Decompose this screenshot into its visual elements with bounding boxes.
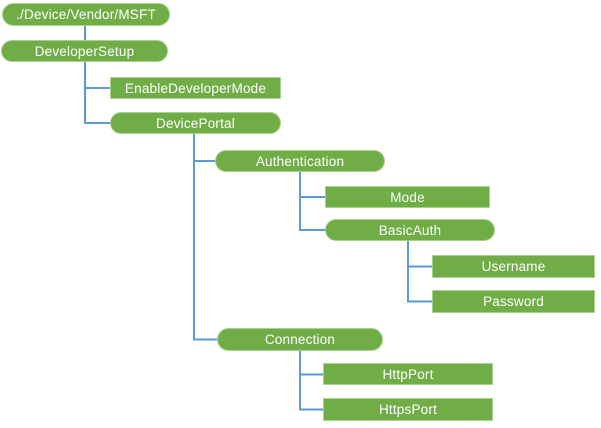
tree-node-https-port: HttpsPort: [323, 398, 493, 421]
tree-node-root: ./Device/Vendor/MSFT: [2, 3, 170, 26]
tree-node-password: Password: [432, 290, 595, 313]
tree-node-developer-setup: DeveloperSetup: [1, 40, 168, 62]
tree-node-mode: Mode: [325, 186, 490, 208]
tree-node-device-portal: DevicePortal: [110, 112, 281, 134]
tree-node-connection: Connection: [217, 328, 383, 351]
tree-node-enable-developer-mode: EnableDeveloperMode: [110, 77, 281, 99]
tree-node-basic-auth: BasicAuth: [325, 219, 495, 241]
tree-node-authentication: Authentication: [215, 150, 385, 172]
tree-node-http-port: HttpPort: [323, 363, 493, 385]
tree-node-username: Username: [432, 255, 595, 278]
